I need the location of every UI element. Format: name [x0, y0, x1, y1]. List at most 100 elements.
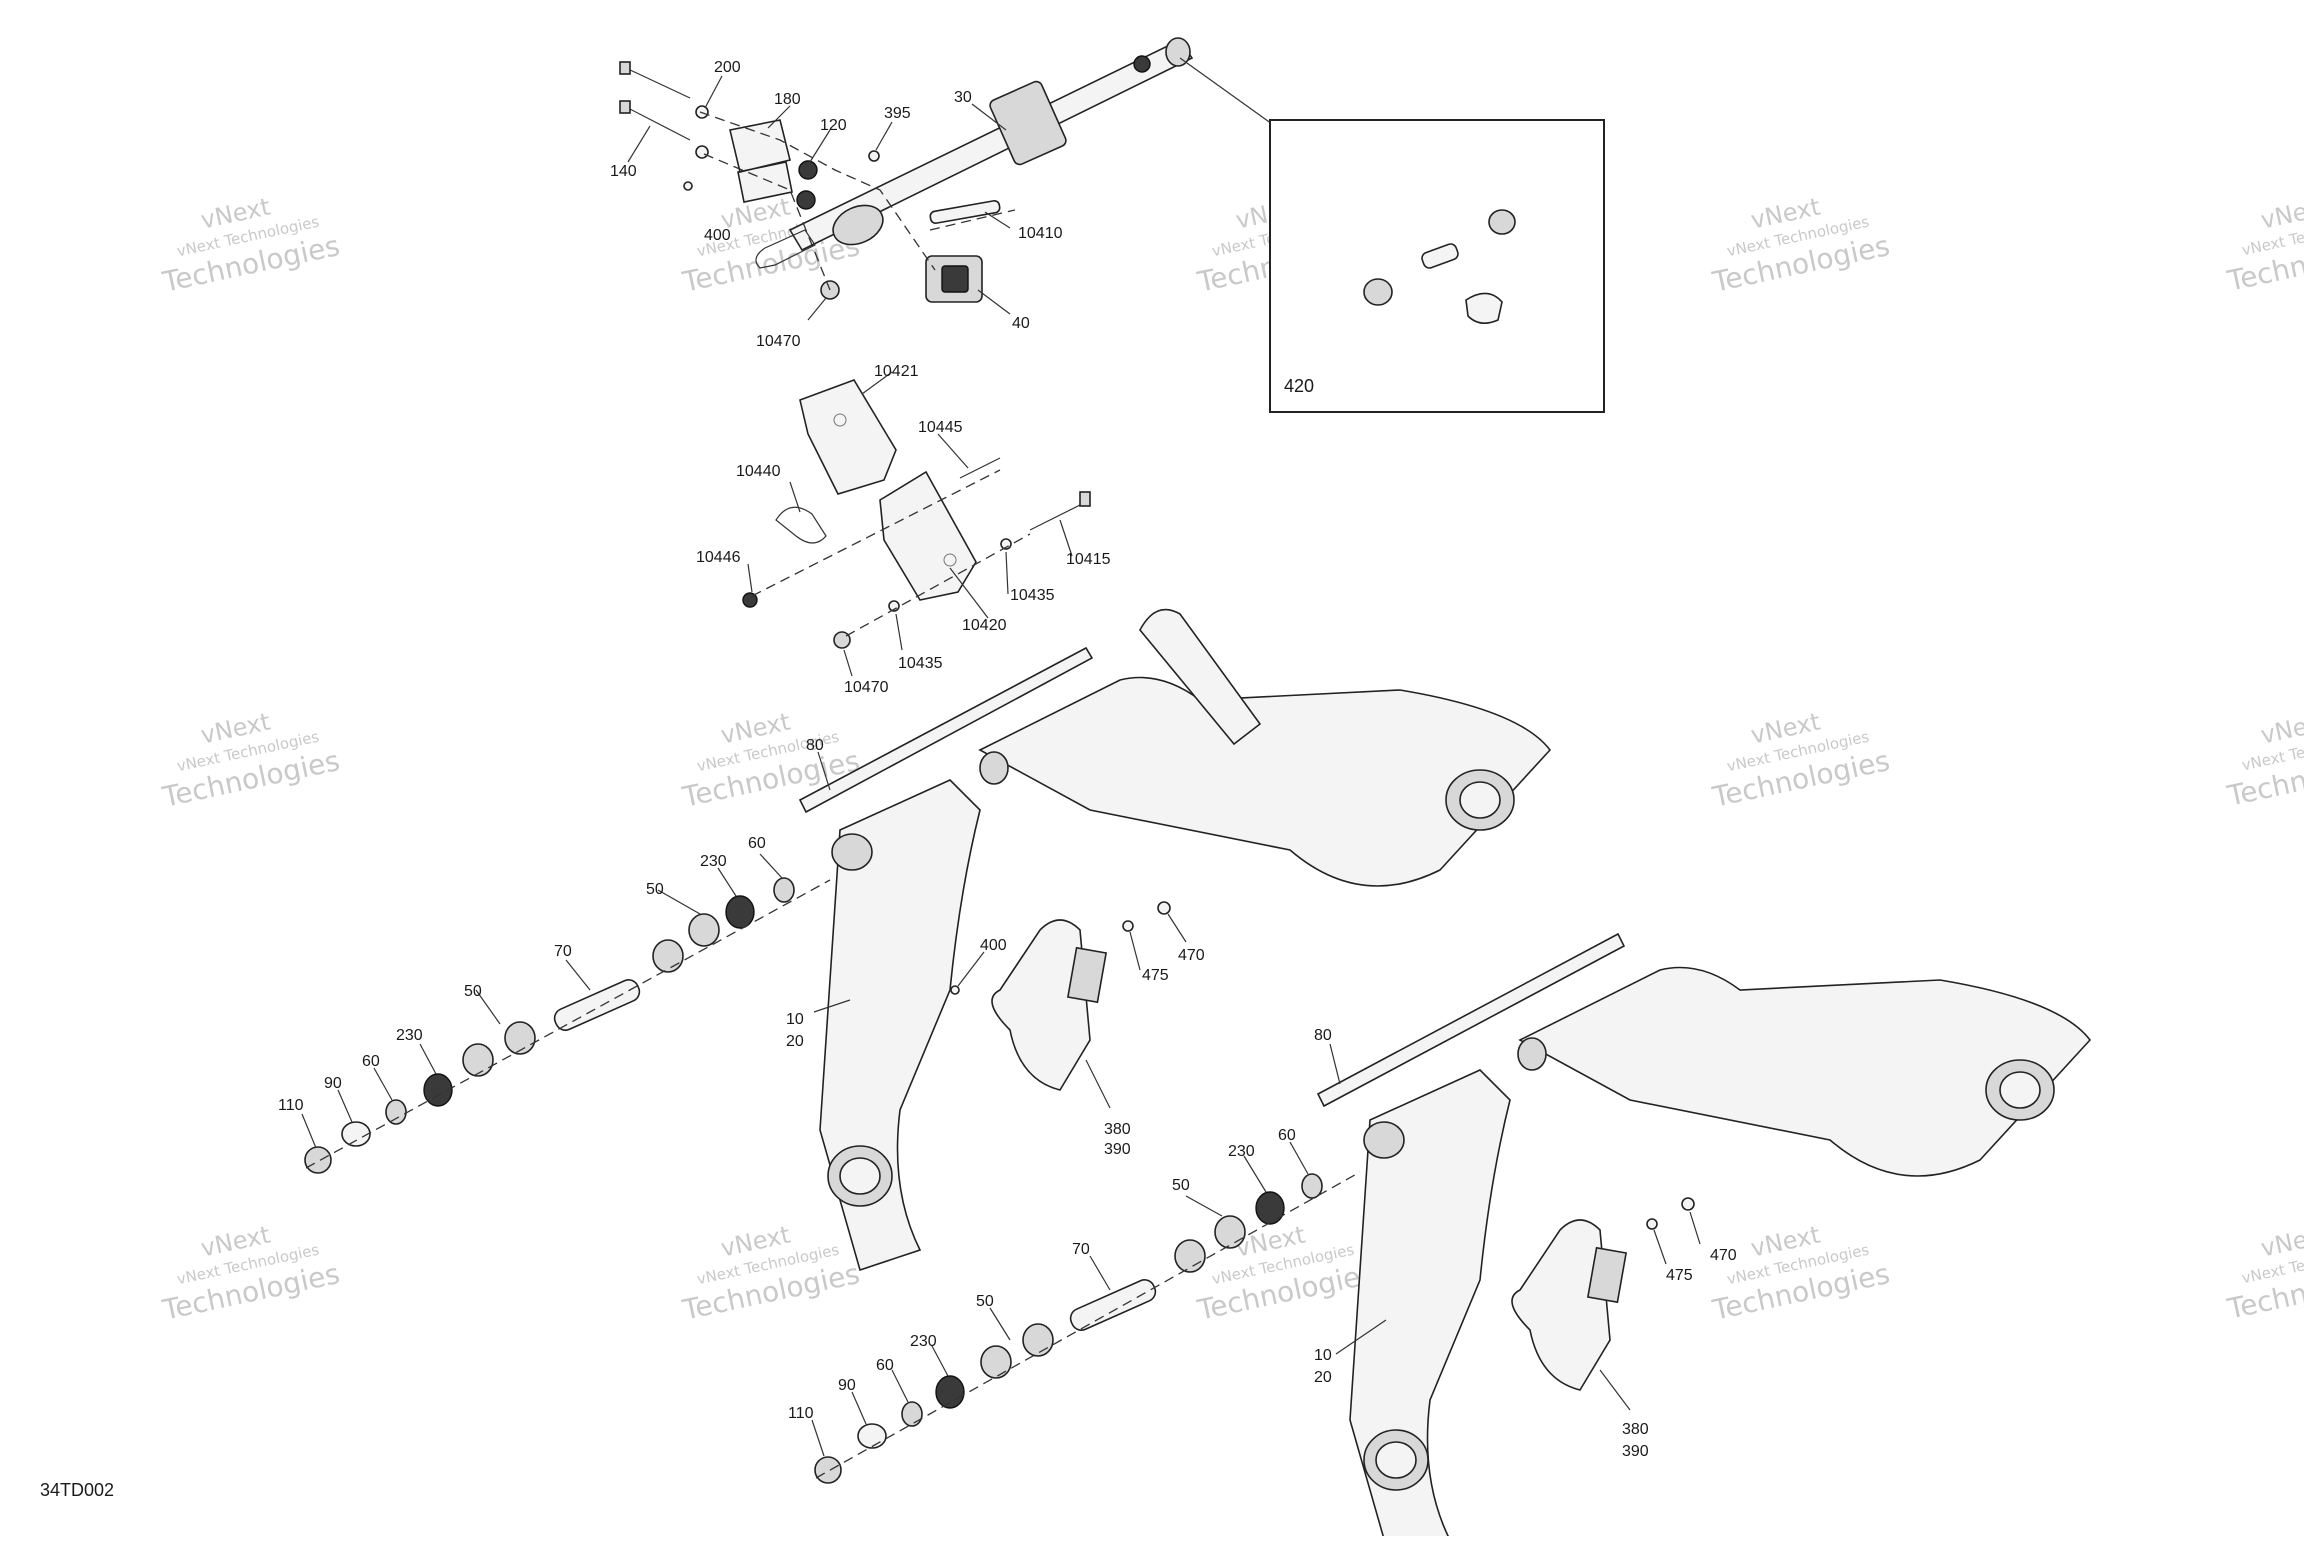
bolt-140-head — [619, 100, 631, 114]
bolt-10415-head — [1079, 491, 1091, 507]
bearing-50-lower-a2 — [1174, 1239, 1206, 1273]
callout-label: 380 — [1104, 1121, 1131, 1138]
callout-label: 30 — [954, 89, 972, 106]
assembly-line — [815, 1171, 1361, 1479]
svg-text:vNext: vNext — [2258, 1221, 2304, 1263]
nut-110-upper — [304, 1146, 332, 1174]
guard-lower-block — [1586, 1246, 1628, 1304]
callout-label: 120 — [820, 117, 847, 134]
a-arm-upper-hub-inner — [1459, 781, 1501, 819]
washer-475-upper — [1122, 920, 1134, 932]
callout-label: 10415 — [1066, 551, 1111, 568]
callout-label: 80 — [806, 737, 824, 754]
callout-label: 10 — [786, 1011, 804, 1028]
drawing-code: 34TD002 — [40, 1480, 114, 1500]
fitting-395 — [868, 150, 880, 162]
callout-label: 80 — [1314, 1027, 1332, 1044]
shaft-outline — [755, 229, 816, 269]
screw-470-lower — [1681, 1197, 1695, 1211]
detail-clip — [1465, 292, 1503, 324]
callout-label: 10 — [1314, 1347, 1332, 1364]
bracket-hole — [943, 553, 957, 567]
callout-label: 90 — [324, 1075, 342, 1092]
callout-label: 10421 — [874, 363, 919, 380]
watermark: vNext vNext Technologies Technologies — [1709, 1221, 1893, 1327]
bolt-200-head — [619, 61, 631, 75]
screw-470-upper — [1157, 901, 1171, 915]
shaft-part-80-lower — [1316, 932, 1626, 1108]
callout-label: 60 — [748, 835, 766, 852]
bushing-60-upper-b — [385, 1099, 407, 1125]
control-arm-upper-pivot — [831, 833, 873, 871]
callout-label: 10435 — [1010, 587, 1055, 604]
guard-part-380-390-lower — [1511, 1219, 1611, 1391]
callout-label: 180 — [774, 91, 801, 108]
washer-140 — [695, 145, 709, 159]
a-arm-upper-bracket — [1139, 608, 1262, 746]
fitting-400-top — [683, 181, 693, 191]
watermark: vNext vNext Technologies Technologies — [1709, 708, 1893, 814]
a-arm-upper-bushing — [979, 751, 1009, 785]
callout-label: 200 — [714, 59, 741, 76]
bearing-50-upper-b1 — [504, 1021, 536, 1055]
control-arm-lower-pivot — [1363, 1121, 1405, 1159]
callout-label: 380 — [1622, 1421, 1649, 1438]
callout-label: 50 — [464, 983, 482, 1000]
callout-label: 230 — [1228, 1143, 1255, 1160]
callout-label: 90 — [838, 1377, 856, 1394]
callout-label: 40 — [1012, 315, 1030, 332]
sleeve-70-upper — [553, 979, 641, 1031]
callout-label: 50 — [646, 881, 664, 898]
bushing-40-core — [941, 265, 969, 293]
washer-475-lower — [1646, 1218, 1658, 1230]
callout-label: 230 — [700, 853, 727, 870]
shaft-clamp-block — [989, 80, 1067, 166]
washer-90-lower — [857, 1423, 887, 1449]
seal-230-lower-a — [1255, 1191, 1285, 1225]
bushing-60-upper-a — [773, 877, 795, 903]
assembly-line — [703, 153, 831, 291]
watermark: vNext vNext Technologies Technologies — [159, 193, 343, 299]
callout-label: 475 — [1666, 1267, 1693, 1284]
callout-label: 470 — [1178, 947, 1205, 964]
callout-label: 470 — [1710, 1247, 1737, 1264]
bracket-hole — [833, 413, 847, 427]
bearing-50-lower-b1 — [1022, 1323, 1054, 1357]
callout-label: 390 — [1622, 1443, 1649, 1460]
callout-label: 10440 — [736, 463, 781, 480]
shaft-part-80-upper — [798, 646, 1094, 814]
bracket-part-10420 — [879, 470, 977, 601]
callout-label: 390 — [1104, 1141, 1131, 1158]
detail-sleeve — [1421, 243, 1459, 269]
seal-230-upper-a — [725, 895, 755, 929]
assembly-line — [845, 533, 1031, 637]
a-arm-lower-hub-inner — [1999, 1071, 2041, 1109]
bearing-50-lower-b2 — [980, 1345, 1012, 1379]
callout-label: 110 — [788, 1405, 814, 1422]
bearing-50-upper-b2 — [462, 1043, 494, 1077]
callout-label: 230 — [396, 1027, 423, 1044]
seal-230-upper-b — [423, 1073, 453, 1107]
callout-label: 10446 — [696, 549, 741, 566]
callout-label: 70 — [554, 943, 572, 960]
bolt-200-shank — [627, 68, 691, 99]
nut-110-lower — [814, 1456, 842, 1484]
svg-text:vNext: vNext — [2258, 193, 2304, 235]
bearing-50-lower-a1 — [1214, 1215, 1246, 1249]
bushing-60-lower-b — [901, 1401, 923, 1427]
fitting-400 — [950, 985, 960, 995]
callout-label: 20 — [786, 1033, 804, 1050]
guard-upper-block — [1066, 946, 1108, 1004]
watermark: vNext vNext Technologies Technologies — [679, 1221, 863, 1327]
callout-label: 60 — [362, 1053, 380, 1070]
a-arm-lower-bar — [1518, 966, 2092, 1177]
shaft-end-nut — [1133, 55, 1151, 73]
callout-label: 10410 — [1018, 225, 1063, 242]
watermark: vNext vNext Technologies Technologies — [2224, 1221, 2304, 1326]
watermark: vNext vNext Technologies Technologies — [2224, 708, 2304, 813]
assembly-line — [929, 209, 1016, 231]
bushing-60-lower-a — [1301, 1173, 1323, 1199]
detail-box-420: 420 — [1269, 119, 1605, 413]
bracket-part-10421 — [799, 379, 897, 495]
